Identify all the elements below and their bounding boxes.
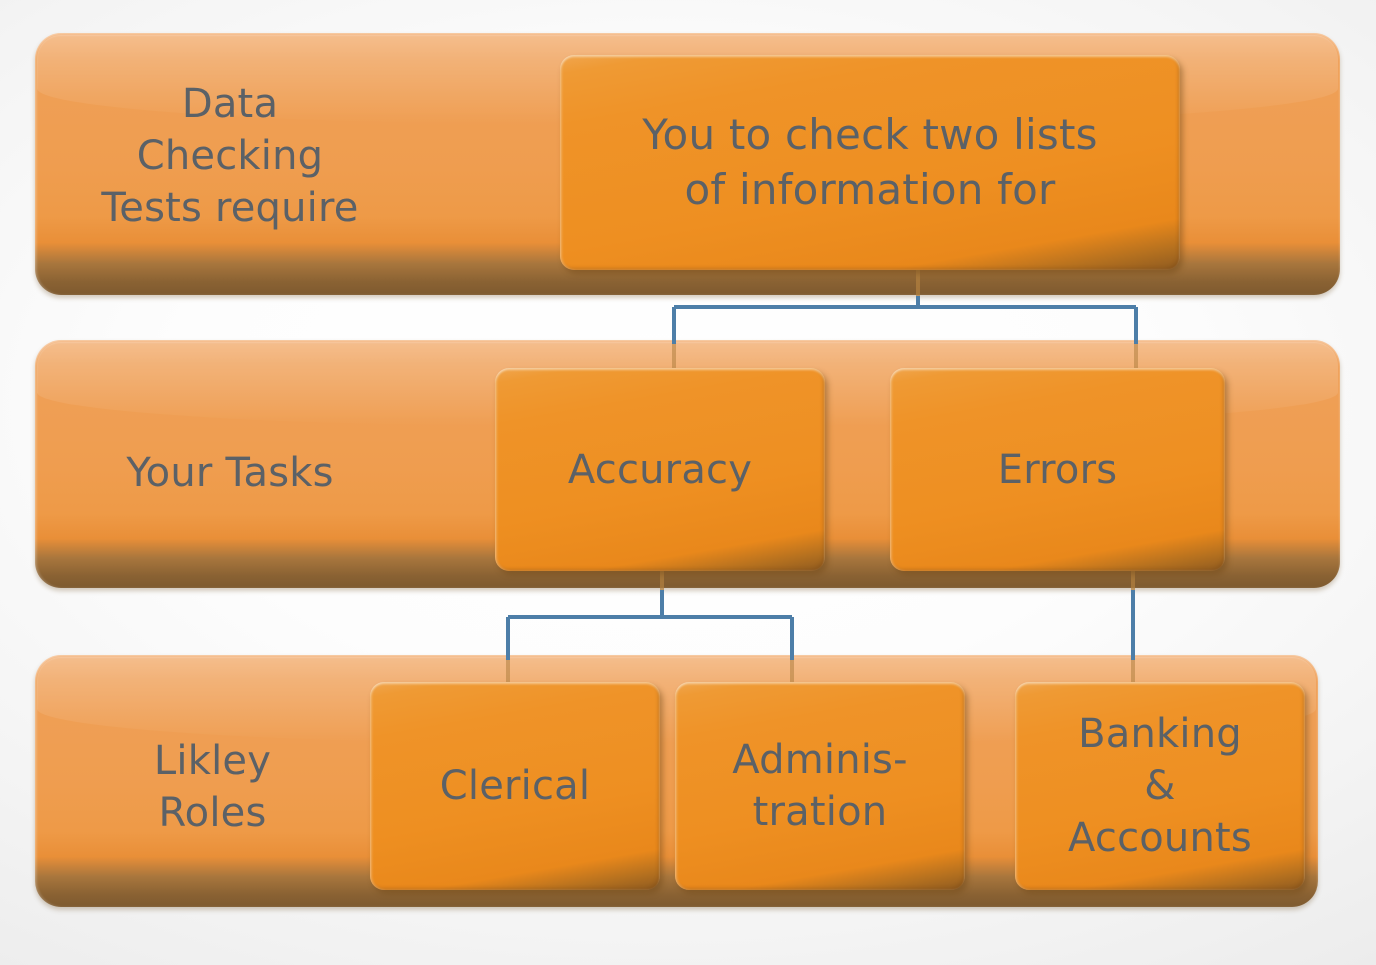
node-errors[interactable]: Errors (890, 368, 1225, 571)
node-banking-accounts-label: Banking & Accounts (1068, 711, 1252, 861)
node-accuracy-label: Accuracy (567, 446, 753, 493)
node-clerical-label: Clerical (439, 763, 591, 809)
node-root-label: You to check two lists of information fo… (642, 109, 1098, 214)
node-administration[interactable]: Adminis- tration (675, 682, 965, 890)
node-errors-label: Errors (997, 446, 1118, 493)
node-accuracy[interactable]: Accuracy (495, 368, 825, 571)
node-root-requirement[interactable]: You to check two lists of information fo… (560, 55, 1180, 270)
node-administration-label: Adminis- tration (732, 737, 908, 835)
node-clerical[interactable]: Clerical (370, 682, 660, 890)
node-banking-accounts[interactable]: Banking & Accounts (1015, 682, 1305, 890)
